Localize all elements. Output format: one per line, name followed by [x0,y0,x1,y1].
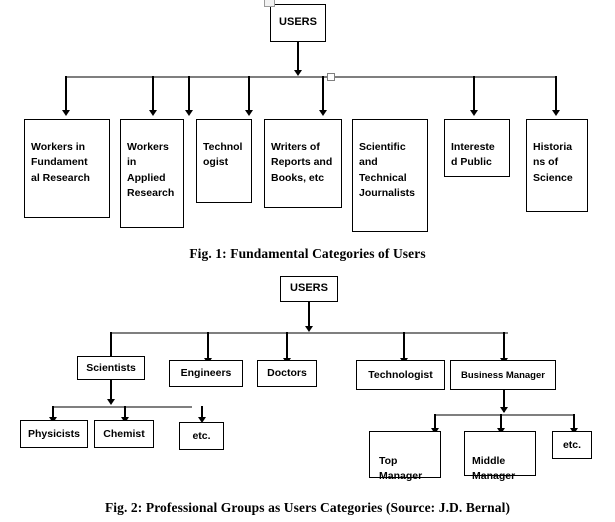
fig1-drop-arrow-7 [552,110,560,116]
fig2-drop-line-middle-manager [500,414,502,430]
fig2-drop-line-business-etc [573,414,575,430]
fig2-label-doctors: Doctors [267,367,307,379]
fig1-drop-arrow-2 [149,110,157,116]
fig1-drop-line-3 [188,76,190,112]
fig1-drop-arrow-6 [470,110,478,116]
fig2-box-physicists[interactable]: Physicists [20,420,88,448]
fig2-root-stem [308,302,310,329]
fig2-label-technologist: Technologist [368,368,433,381]
fig1-category-box-workers-applied[interactable]: Workers in Applied Research [120,119,184,228]
fig1-bus-selection-handle[interactable] [327,73,335,81]
fig1-bus-line [65,76,556,78]
fig1-drop-line-6 [473,76,475,112]
fig2-box-chemist[interactable]: Chemist [94,420,154,448]
fig2-box-engineers[interactable]: Engineers [169,360,243,387]
fig1-drop-arrow-5 [319,110,327,116]
fig2-drop-line-doctors [286,332,288,360]
fig2-label-scientists-etc: etc. [192,429,211,442]
fig2-scientists-stem [110,380,112,403]
fig1-category-box-workers-fundamental[interactable]: Workers in Fundament al Research [24,119,110,218]
fig2-label-middle-manager: Middle Manager [472,455,516,482]
fig1-category-box-technologist[interactable]: Technol ogist [196,119,252,203]
fig2-box-business-manager[interactable]: Business Manager [450,360,556,390]
fig1-category-label-4: Writers of Reports and Books, etc [271,140,333,184]
fig2-label-scientists: Scientists [86,361,136,374]
fig2-drop-line-business-manager [503,332,505,360]
fig2-drop-line-physicists [52,406,54,419]
fig1-category-label-1: Workers in Fundament al Research [31,140,90,184]
fig1-drop-line-2 [152,76,154,112]
fig1-drop-line-1 [65,76,67,112]
fig2-root-users-box[interactable]: USERS [280,276,338,302]
fig1-drop-line-7 [555,76,557,112]
fig1-category-label-6: Intereste d Public [451,140,495,169]
fig2-drop-line-top-manager [434,414,436,430]
fig1-root-stem-arrow [293,70,302,76]
fig2-drop-line-scientists [110,332,112,358]
fig2-label-business-etc: etc. [562,438,582,451]
fig2-drop-line-technologist [403,332,405,360]
fig1-caption: Fig. 1: Fundamental Categories of Users [189,246,426,261]
fig2-label-physicists: Physicists [28,427,80,440]
fig1-drop-line-4 [248,76,250,112]
fig1-category-box-writers[interactable]: Writers of Reports and Books, etc [264,119,342,208]
fig2-drop-line-scientists-etc [201,406,203,419]
fig1-root-users-box[interactable]: USERS [270,4,326,42]
fig2-business-manager-stem [503,390,505,412]
fig1-category-label-7: Historia ns of Science [533,140,573,184]
fig2-caption: Fig. 2: Professional Groups as Users Cat… [104,500,511,515]
fig2-box-doctors[interactable]: Doctors [257,360,317,387]
fig2-root-stem-arrow [304,326,313,332]
fig2-label-top-manager: Top Manager [379,455,423,482]
fig2-bus-line-scientists [52,406,192,408]
fig2-box-top-manager[interactable]: Top Manager [369,431,441,482]
fig2-label-business-manager: Business Manager [461,369,545,381]
fig1-root-users-label: USERS [279,16,317,29]
fig2-box-technologist[interactable]: Technologist [356,360,445,390]
fig1-category-box-interested-public[interactable]: Intereste d Public [444,119,510,177]
fig2-box-business-etc[interactable]: etc. [552,431,592,459]
fig1-drop-line-5 [322,76,324,112]
fig2-box-scientists[interactable]: Scientists [77,356,145,380]
fig1-category-box-historians[interactable]: Historia ns of Science [526,119,588,212]
fig2-root-users-label: USERS [290,282,328,295]
fig2-drop-line-chemist [124,406,126,419]
selection-handle-top[interactable] [264,0,275,7]
fig1-category-box-journalists[interactable]: Scientific and Technical Journalists [352,119,428,232]
fig1-drop-arrow-3 [185,110,193,116]
fig2-label-chemist: Chemist [103,427,145,440]
fig1-category-label-3: Technol ogist [203,140,243,169]
fig2-business-manager-stem-arrow [499,407,508,413]
fig2-bus-line-business-manager [434,414,574,416]
fig1-drop-arrow-4 [245,110,253,116]
fig2-drop-arrow-scientists-etc [198,417,206,423]
fig2-box-scientists-etc[interactable]: etc. [179,422,224,450]
fig2-box-middle-manager[interactable]: Middle Manager [464,431,536,482]
fig2-label-engineers: Engineers [180,367,232,379]
fig1-category-label-2: Workers in Applied Research [127,140,175,200]
fig1-root-stem [297,42,299,73]
fig2-bus-line-level1 [110,332,508,334]
fig1-category-label-5: Scientific and Technical Journalists [359,140,416,200]
fig2-scientists-stem-arrow [106,399,115,405]
fig2-drop-line-engineers [207,332,209,360]
fig1-drop-arrow-1 [62,110,70,116]
